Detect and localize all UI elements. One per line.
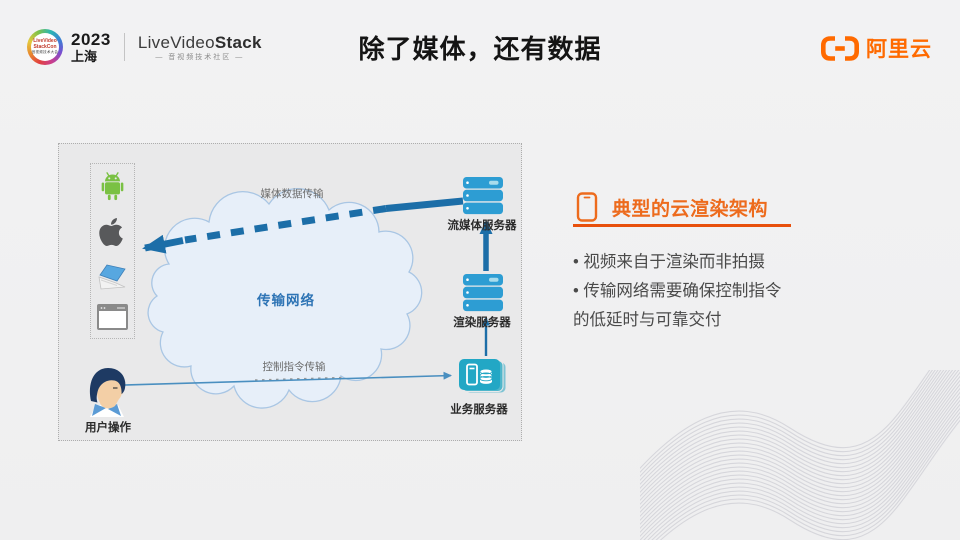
render-server-label: 渲染服务器: [453, 317, 511, 329]
phone-icon: [576, 192, 598, 222]
heading-underline: [573, 224, 791, 227]
ring-text-2: StackCon: [33, 44, 57, 51]
wave-decoration: [640, 370, 960, 540]
user-label: 用户操作: [85, 422, 131, 434]
diagram-canvas: [89, 177, 507, 417]
media-flow-arrow: [142, 197, 464, 254]
control-flow-label: 控制指令传输: [262, 361, 326, 373]
architecture-diagram: 媒体数据传输 传输网络 控制指令传输 流媒体服务器 渲染服务器 业务服务器 用户…: [58, 143, 522, 441]
brand-name: 阿里云: [866, 38, 932, 61]
ring-text-1: LiveVideo: [33, 38, 57, 45]
conference-ring-logo: LiveVideo StackCon 音视频技术大会: [27, 29, 63, 65]
network-cloud: [147, 188, 423, 409]
community-logo: LiveVideoStack — 音视频技术社区 —: [138, 34, 262, 61]
business-server-icon: [459, 359, 507, 394]
android-icon: [101, 172, 124, 201]
community-tagline: — 音视频技术社区 —: [155, 53, 245, 61]
community-name: LiveVideo: [137, 32, 215, 52]
brand-logo: 阿里云: [820, 33, 932, 63]
logo-divider: [123, 33, 125, 61]
stream-server-icon: [463, 177, 503, 215]
conference-city: 上海: [71, 49, 98, 64]
right-panel-title: 典型的云渲染架构: [612, 198, 769, 220]
media-flow-label: 媒体数据传输: [260, 188, 324, 200]
browser-window-icon: [97, 304, 128, 330]
conference-logo-group: LiveVideo StackCon 音视频技术大会 2023 上海 LiveV…: [27, 29, 262, 65]
stream-server-label: 流媒体服务器: [447, 220, 517, 232]
apple-icon: [99, 218, 123, 246]
device-group-box: [90, 163, 135, 339]
business-server-label: 业务服务器: [450, 404, 508, 416]
conference-year: 2023: [71, 30, 111, 49]
network-cloud-label: 传输网络: [257, 293, 315, 308]
control-flow-line: [124, 371, 452, 386]
control-flow-dotted: [254, 376, 343, 381]
ring-text-3: 音视频技术大会: [31, 49, 59, 54]
bullet-item-2: 传输网络需要确保控制指令的低延时与可靠交付: [573, 277, 789, 335]
user-avatar: [89, 368, 126, 417]
bullet-item-1: 视频来自于渲染而非拍摄: [573, 248, 789, 277]
conference-year-city: 2023 上海: [71, 31, 111, 63]
bullet-list: 视频来自于渲染而非拍摄 传输网络需要确保控制指令的低延时与可靠交付: [573, 248, 789, 335]
alibaba-cloud-icon: [821, 35, 859, 61]
render-server-icon: [463, 274, 503, 312]
right-panel-heading: 典型的云渲染架构: [576, 192, 768, 222]
page-title: 除了媒体，还有数据: [358, 34, 602, 64]
laptop-icon: [98, 264, 126, 290]
community-name-bold: Stack: [214, 32, 262, 52]
